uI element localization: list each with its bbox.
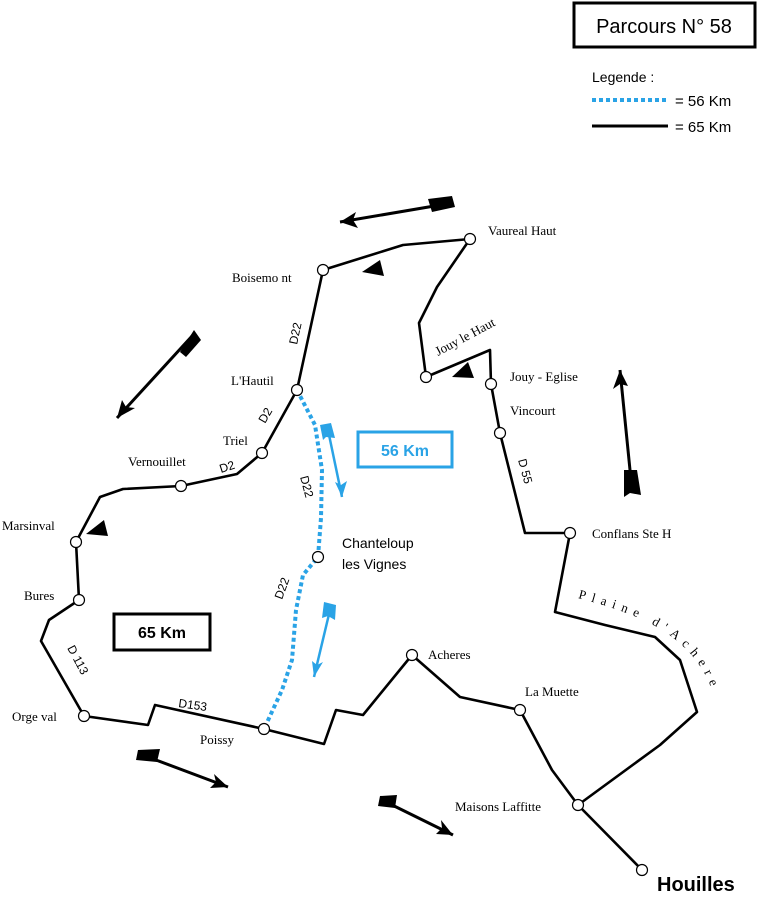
node-conflans bbox=[563, 526, 577, 540]
node-vincourt bbox=[493, 426, 507, 440]
direction-marker-jouy bbox=[452, 362, 474, 378]
legend-heading: Legende : bbox=[592, 69, 654, 85]
label-conflans: Conflans Ste H bbox=[592, 526, 671, 541]
label-plaine-dacheres: Plaine d'Acheres bbox=[0, 0, 718, 693]
road-label-d22-north: D22 bbox=[286, 321, 304, 346]
label-bures: Bures bbox=[24, 588, 54, 603]
label-houilles: Houilles bbox=[657, 874, 735, 896]
label-poissy: Poissy bbox=[200, 732, 234, 747]
node-lhautil bbox=[290, 383, 304, 397]
road-label-d153: D153 bbox=[178, 696, 209, 714]
node-houilles bbox=[635, 863, 649, 877]
direction-arrow-bottom-left bbox=[136, 749, 229, 789]
node-marsinval bbox=[69, 535, 83, 549]
label-plaine-dacheres-text: Plaine d'Acheres bbox=[0, 0, 718, 693]
distance-box-65km: 65 Km bbox=[112, 612, 212, 652]
road-label-d55: D 55 bbox=[515, 457, 535, 485]
node-acheres bbox=[405, 648, 419, 662]
node-boisemont bbox=[316, 263, 330, 277]
label-acheres: Acheres bbox=[428, 647, 471, 662]
node-jouy-eglise bbox=[484, 377, 498, 391]
title-box: Parcours N° 58 bbox=[572, 1, 757, 49]
legend-label-long: = 65 Km bbox=[675, 119, 731, 136]
blue-arrow-lower bbox=[312, 602, 336, 678]
direction-arrow-bottom bbox=[378, 795, 454, 837]
direction-arrow-top bbox=[339, 196, 455, 228]
route-56km bbox=[262, 389, 324, 730]
label-la-muette: La Muette bbox=[525, 684, 579, 699]
legend-label-short: = 56 Km bbox=[675, 93, 731, 110]
label-boisemont: Boisemo nt bbox=[232, 270, 292, 285]
distance-label-56km: 56 Km bbox=[381, 443, 429, 460]
node-orgeval bbox=[77, 709, 91, 723]
distance-label-65km: 65 Km bbox=[138, 625, 186, 642]
waypoint-nodes bbox=[69, 232, 649, 877]
road-label-d113: D 113 bbox=[64, 643, 91, 677]
direction-arrow-left bbox=[115, 330, 201, 420]
map-title: Parcours N° 58 bbox=[596, 16, 732, 38]
label-jouy-eglise: Jouy - Eglise bbox=[510, 369, 578, 384]
node-poissy bbox=[257, 722, 271, 736]
route-65km bbox=[39, 237, 699, 807]
road-label-d22-south: D22 bbox=[272, 575, 293, 601]
label-chanteloup-les-vignes: les Vignes bbox=[342, 556, 406, 572]
node-la-muette bbox=[513, 703, 527, 717]
label-lhautil: L'Hautil bbox=[231, 373, 274, 388]
label-vincourt: Vincourt bbox=[510, 403, 556, 418]
label-maisons-laffitte: Maisons Laffitte bbox=[455, 799, 541, 814]
label-chanteloup: Chanteloup bbox=[342, 535, 414, 551]
node-vernouillet bbox=[174, 479, 188, 493]
label-vaureal-haut: Vaureal Haut bbox=[488, 223, 557, 238]
node-triel bbox=[255, 446, 269, 460]
node-maisons-laffitte bbox=[571, 798, 585, 812]
label-marsinval: Marsinval bbox=[2, 518, 55, 533]
node-jouy-le-haut bbox=[419, 370, 433, 384]
road-label-d22-mid: D22 bbox=[297, 474, 316, 499]
label-triel: Triel bbox=[223, 433, 248, 448]
road-label-d2-a: D2 bbox=[255, 405, 275, 426]
distance-box-56km: 56 Km bbox=[356, 430, 454, 469]
node-bures bbox=[72, 593, 86, 607]
direction-marker-marsinval bbox=[86, 520, 108, 536]
label-vernouillet: Vernouillet bbox=[128, 454, 186, 469]
route-houilles-spur bbox=[577, 804, 643, 871]
blue-arrow-upper bbox=[320, 423, 347, 498]
node-chanteloup bbox=[311, 550, 325, 564]
legend: Legende : = 56 Km = 65 Km bbox=[592, 69, 731, 136]
label-orgeval: Orge val bbox=[12, 709, 57, 724]
road-label-d2-b: D2 bbox=[218, 458, 237, 476]
direction-marker-boisemont bbox=[362, 260, 384, 276]
node-vaureal-haut bbox=[463, 232, 477, 246]
direction-arrow-right bbox=[613, 369, 641, 497]
